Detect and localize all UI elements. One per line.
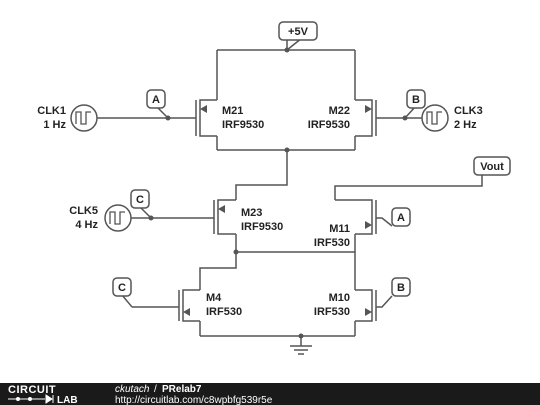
logo-bottom-text: LAB — [57, 395, 78, 405]
m11-gate-wire — [376, 217, 393, 227]
footer-graphics: CIRCUIT LAB ckutach / PRelab7 http://cir… — [8, 384, 273, 405]
vout-flag[interactable] — [473, 156, 511, 176]
m4-arrow-icon — [183, 308, 190, 316]
circuit-url[interactable]: http://circuitlab.com/c8wpbfg539r5e — [115, 395, 273, 405]
m22-arrow-icon — [365, 105, 372, 113]
node-b-flag-m10[interactable] — [391, 277, 411, 297]
m4-drain-wire — [199, 252, 237, 290]
clk3-source-icon[interactable] — [405, 104, 449, 132]
flag-leaders — [121, 37, 494, 308]
clk1-name: CLK1 — [37, 105, 66, 117]
circuit-schematic: +5V A B C Vout A C B M21 IRF9530 M22 IRF… — [37, 21, 511, 355]
node-b-flag-m22[interactable] — [406, 89, 426, 109]
node-a-label: A — [152, 94, 160, 106]
logo-top-text: CIRCUIT — [8, 384, 56, 396]
supply-label: +5V — [288, 26, 309, 38]
clk3-name: CLK3 — [454, 105, 483, 117]
m4-type: IRF530 — [206, 306, 242, 318]
m10-gate-wire — [376, 295, 393, 308]
m21-arrow-icon — [200, 105, 207, 113]
clk5-source-icon[interactable] — [104, 204, 151, 232]
m11-id: M11 — [329, 223, 350, 235]
m4-body — [178, 289, 201, 336]
ground-rail-wire — [200, 335, 355, 346]
mosfet-arrows — [183, 105, 372, 316]
logo-circuit-icon — [8, 394, 54, 404]
m22-id: M22 — [329, 105, 350, 117]
title-separator: / — [154, 384, 157, 395]
ground-icon — [290, 345, 312, 355]
m4-id: M4 — [206, 292, 222, 304]
clk5-freq: 4 Hz — [75, 219, 98, 231]
supply-flag[interactable] — [278, 21, 318, 41]
m10-id: M10 — [329, 292, 350, 304]
m11-arrow-icon — [365, 221, 372, 229]
m22-type: IRF9530 — [308, 119, 350, 131]
clk1-freq: 1 Hz — [43, 119, 66, 131]
m21-type: IRF9530 — [222, 119, 264, 131]
clk5-name: CLK5 — [69, 205, 98, 217]
node-c-label: C — [118, 282, 126, 294]
m23-type: IRF9530 — [241, 221, 283, 233]
clk3-freq: 2 Hz — [454, 119, 477, 131]
node-b-label: B — [412, 94, 420, 106]
node-a-flag-m11[interactable] — [391, 207, 411, 227]
m11-body — [355, 199, 377, 235]
circuit-title[interactable]: PRelab7 — [162, 384, 202, 395]
vout-wire — [334, 173, 483, 200]
m23-body — [213, 199, 237, 252]
node-c-flag-m4[interactable] — [112, 277, 132, 297]
node-b-label: B — [397, 282, 405, 294]
node-c-label: C — [136, 194, 144, 206]
m10-arrow-icon — [365, 308, 372, 316]
footer-bar: CIRCUIT LAB ckutach / PRelab7 http://cir… — [0, 383, 540, 405]
m23-arrow-icon — [218, 205, 225, 213]
clk1-source-icon[interactable] — [70, 104, 170, 132]
node-a-label: A — [397, 212, 405, 224]
junction-dots — [148, 47, 408, 339]
node-c-flag-m23[interactable] — [130, 189, 150, 209]
vout-label: Vout — [480, 161, 504, 173]
m11-type: IRF530 — [314, 237, 350, 249]
m21-id: M21 — [222, 105, 243, 117]
m10-body — [354, 252, 377, 336]
author-text[interactable]: ckutach — [115, 384, 150, 395]
m10-type: IRF530 — [314, 306, 350, 318]
m23-id: M23 — [241, 207, 262, 219]
node-a-flag-m21[interactable] — [146, 89, 166, 109]
